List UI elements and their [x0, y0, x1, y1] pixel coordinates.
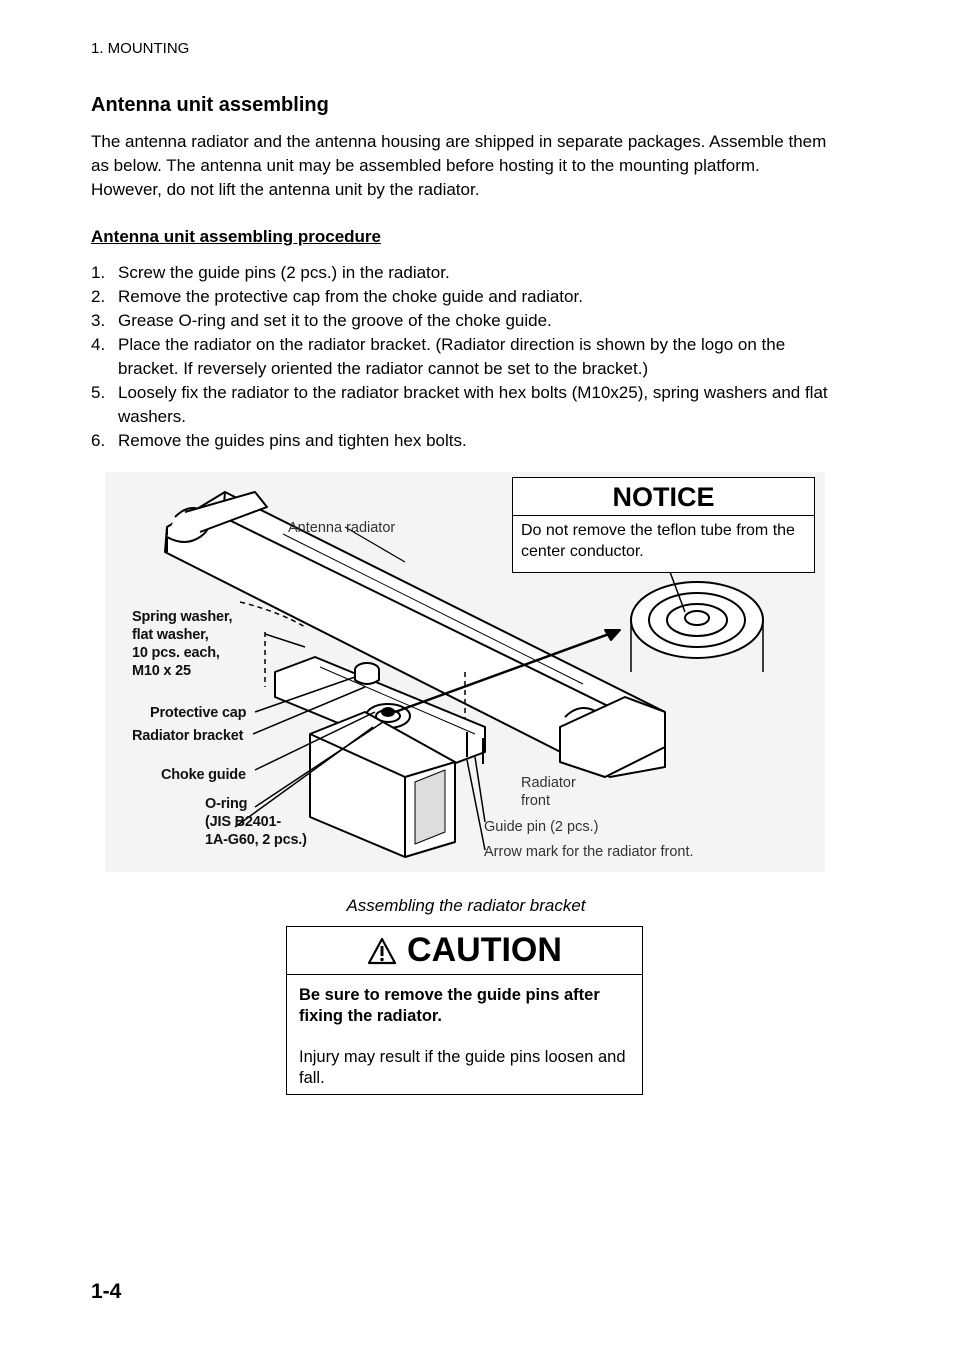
- caution-box: CAUTION Be sure to remove the guide pins…: [286, 926, 643, 1095]
- step-number: 5.: [91, 383, 106, 402]
- step-text: Grease O-ring and set it to the groove o…: [118, 311, 552, 330]
- step-text: Screw the guide pins (2 pcs.) in the rad…: [118, 263, 450, 282]
- assembly-drawing: [164, 491, 764, 858]
- arrow-mark-label: Arrow mark for the radiator front.: [484, 844, 694, 860]
- o-ring-label: O-ring (JIS B2401- 1A-G60, 2 pcs.): [205, 796, 307, 848]
- teflon-tube-closeup: [630, 581, 764, 672]
- warning-triangle-icon: [367, 937, 397, 964]
- antenna-housing-drawing: [309, 711, 456, 858]
- antenna-radiator-drawing: [164, 491, 666, 778]
- step-number: 1.: [91, 263, 106, 282]
- intro-paragraph: The antenna radiator and the antenna hou…: [91, 132, 827, 199]
- protective-cap-label: Protective cap: [150, 705, 247, 721]
- figure-caption: Assembling the radiator bracket: [346, 896, 586, 915]
- procedure-step: 3. Grease O-ring and set it to the groove…: [91, 309, 836, 333]
- step-number: 6.: [91, 431, 106, 450]
- procedure-step: 1. Screw the guide pins (2 pcs.) in the r…: [91, 261, 836, 285]
- antenna-radiator-label: Antenna radiator: [288, 520, 396, 536]
- procedure-step: 6. Remove the guides pins and tighten hex…: [91, 429, 836, 453]
- radiator-bracket-label: Radiator bracket: [132, 728, 244, 744]
- caution-title: CAUTION: [407, 931, 562, 969]
- section-title: Antenna unit assembling: [91, 94, 329, 116]
- spring-washer-label: Spring washer, flat washer, 10 pcs. each…: [132, 609, 233, 679]
- notice-body: Do not remove the teflon tube from the c…: [521, 522, 795, 560]
- step-number: 4.: [91, 335, 106, 354]
- step-number: 3.: [91, 311, 106, 330]
- page-number: 1-4: [91, 1280, 122, 1303]
- caution-header: CAUTION: [287, 927, 642, 975]
- step-text: Place the radiator on the radiator brack…: [118, 335, 786, 378]
- radiator-front-label: Radiator front: [521, 775, 576, 809]
- caution-text: Injury may result if the guide pins loos…: [299, 1048, 626, 1087]
- procedure-steps: 1. Screw the guide pins (2 pcs.) in the r…: [91, 261, 836, 453]
- step-number: 2.: [91, 287, 106, 306]
- procedure-step: 2. Remove the protective cap from the cho…: [91, 285, 836, 309]
- caution-bold-text: Be sure to remove the guide pins after f…: [299, 986, 600, 1025]
- notice-box: NOTICE Do not remove the teflon tube fro…: [512, 477, 815, 573]
- guide-pin-label: Guide pin (2 pcs.): [484, 819, 599, 835]
- choke-guide-label: Choke guide: [161, 767, 246, 783]
- procedure-step: 5. Loosely fix the radiator to the radiat…: [91, 381, 836, 429]
- step-text: Remove the guides pins and tighten hex b…: [118, 431, 467, 450]
- chapter-header: 1. MOUNTING: [91, 40, 190, 57]
- step-text: Remove the protective cap from the choke…: [118, 287, 583, 306]
- procedure-heading: Antenna unit assembling procedure: [91, 227, 381, 246]
- step-text: Loosely fix the radiator to the radiator…: [118, 383, 828, 426]
- procedure-step: 4. Place the radiator on the radiator bra…: [91, 333, 836, 381]
- notice-title: NOTICE: [513, 478, 814, 516]
